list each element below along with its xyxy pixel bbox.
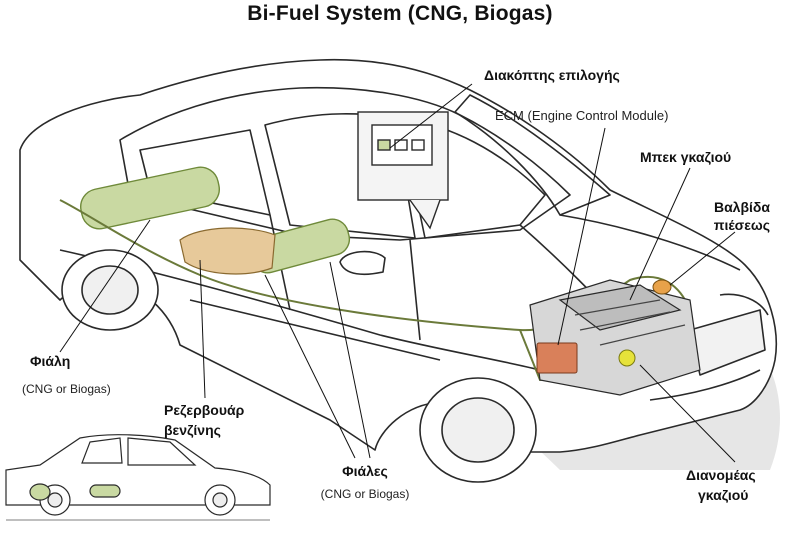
side-view-inset: [5, 434, 271, 521]
engine: [529, 279, 701, 396]
label-petrol-tank-1: Ρεζερβουάρ: [164, 402, 245, 418]
selector-switch-inset: [357, 111, 449, 230]
label-gas-distributor-2: γκαζιού: [698, 487, 749, 503]
wheels: [61, 249, 537, 483]
label-cylinder-sub: (CNG or Biogas): [22, 382, 111, 396]
ecm-box: [536, 342, 578, 374]
pressure-valve-part: [652, 279, 672, 295]
leader-lines: [59, 83, 736, 463]
cng-cylinders: [80, 166, 351, 274]
label-cylinders-sub: (CNG or Biogas): [320, 487, 410, 501]
label-gas-distributor-1: Διανομέας: [686, 467, 756, 483]
label-cylinders: Φιάλες: [342, 463, 388, 479]
label-ecm: ECM (Engine Control Module): [495, 108, 669, 123]
label-pressure-valve-2: πιέσεως: [713, 217, 770, 233]
diagram-title: Bi-Fuel System (CNG, Biogas): [247, 2, 553, 25]
gas-distributor-part: [618, 349, 636, 367]
label-petrol-tank-2: βενζίνης: [164, 422, 221, 438]
label-cylinder: Φιάλη: [30, 353, 71, 369]
label-gas-injector: Μπεκ γκαζιού: [640, 149, 732, 165]
label-pressure-valve-1: Βαλβίδα: [713, 199, 770, 215]
petrol-tank: [179, 227, 276, 275]
label-selector-switch: Διακόπτης επιλογής: [484, 67, 620, 83]
